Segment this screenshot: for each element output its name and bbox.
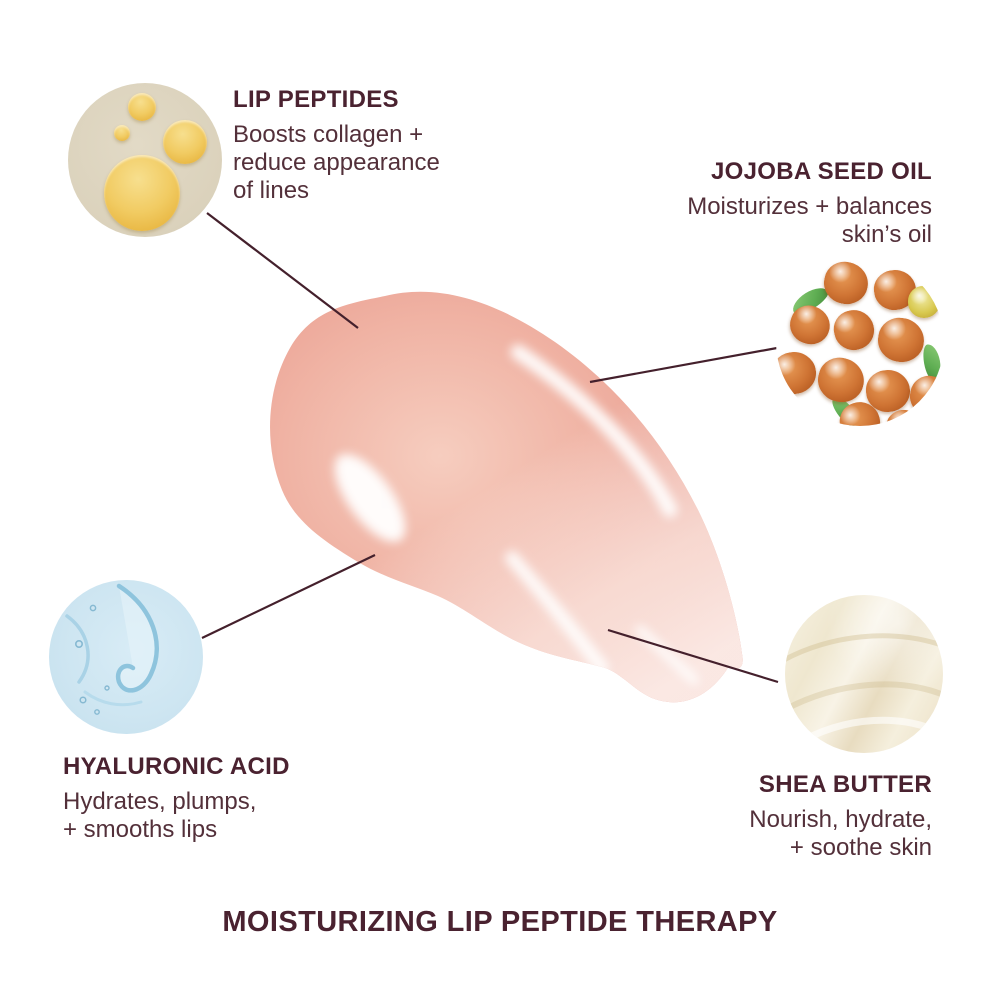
callout-hyaluronic-acid: HYALURONIC ACID Hydrates, plumps, + smoo…: [63, 753, 290, 844]
oil-drop-large: [104, 155, 180, 231]
callout-line: Moisturizes + balances: [687, 193, 932, 220]
oil-drop-small: [128, 93, 156, 121]
callout-shea-butter: SHEA BUTTER Nourish, hydrate, + soothe s…: [749, 771, 932, 862]
butter-texture: [785, 633, 943, 749]
jojoba-seeds-photo: [776, 258, 944, 426]
callout-line: Hydrates, plumps,: [63, 788, 257, 815]
callout-line: + soothe skin: [789, 834, 932, 861]
gel-texture: [65, 583, 159, 715]
gloss-highlight-top: [510, 344, 678, 518]
callout-lip-peptides: LIP PEPTIDES Boosts collagen + reduce ap…: [233, 86, 440, 205]
hyaluronic-gel-photo: [49, 580, 203, 734]
callout-line: of lines: [233, 177, 310, 204]
callout-title: JOJOBA SEED OIL: [711, 158, 932, 185]
gloss-highlight-bottom: [505, 551, 609, 675]
callout-title: HYALURONIC ACID: [63, 753, 290, 780]
oil-drop-tiny: [114, 125, 130, 141]
oil-droplets-photo: [68, 83, 222, 237]
yellow-seed: [908, 286, 940, 318]
gloss-highlight-left: [334, 453, 406, 543]
callout-title: LIP PEPTIDES: [233, 86, 399, 113]
callout-jojoba-seed-oil: JOJOBA SEED OIL Moisturizes + balances s…: [687, 158, 932, 249]
shea-butter-photo: [785, 595, 943, 753]
callout-line: Nourish, hydrate,: [749, 806, 932, 833]
lip-gloss-swatch: [270, 291, 743, 703]
callout-line: reduce appearance: [233, 149, 440, 176]
product-title: MOISTURIZING LIP PEPTIDE THERAPY: [222, 906, 778, 938]
callout-title: SHEA BUTTER: [758, 771, 932, 798]
oil-drop-medium: [163, 120, 207, 164]
callout-line: + smooths lips: [63, 816, 218, 843]
callout-line: Boosts collagen +: [233, 121, 424, 148]
callout-line: skin’s oil: [841, 221, 932, 248]
